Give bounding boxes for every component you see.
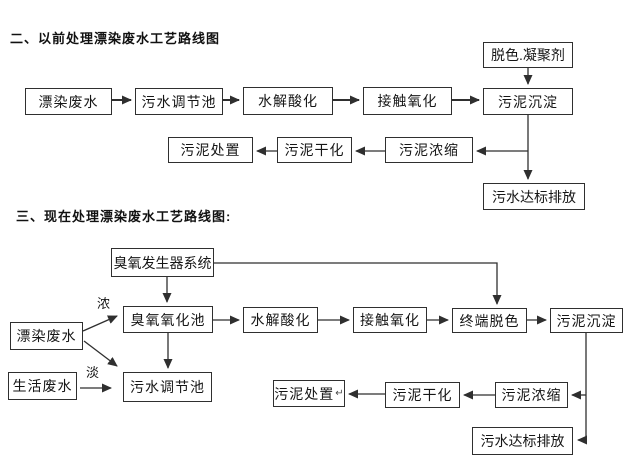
d2-node-dye-wastewater: 漂染废水	[10, 322, 83, 350]
d2-node-ozone-generator: 臭氧发生器系统	[111, 248, 214, 277]
d2-sludge-disposal-label: 污泥处置	[274, 385, 335, 402]
d1-node-sludge-sedimentation: 污泥沉淀	[483, 88, 573, 115]
d2-node-ozone-oxidation-tank: 臭氧氧化池	[123, 306, 213, 333]
d1-node-discharge: 污水达标排放	[483, 183, 585, 210]
d1-node-regulating-tank: 污水调节池	[135, 88, 223, 115]
d1-node-dye-wastewater: 漂染废水	[25, 88, 112, 115]
d2-line-generator-to-terminal	[214, 262, 502, 305]
d2-node-sludge-thickening: 污泥浓缩	[495, 382, 568, 408]
d2-node-sludge-sedimentation: 污泥沉淀	[550, 308, 623, 333]
d1-node-hydrolysis-acidification: 水解酸化	[243, 87, 333, 115]
section-title-current-process: 三、现在处理漂染废水工艺路线图:	[16, 209, 232, 224]
d2-node-discharge: 污水达标排放	[472, 427, 573, 455]
d2-node-domestic-wastewater: 生活废水	[8, 372, 77, 400]
d2-node-contact-oxidation: 接触氧化	[353, 307, 427, 333]
d1-node-decolor-coagulant: 脱色.凝聚剂	[483, 42, 573, 68]
d2-label-concentrated: 浓	[97, 296, 111, 311]
return-mark: ↵	[335, 388, 344, 399]
d2-node-sludge-disposal: 污泥处置↵	[273, 380, 345, 407]
d1-node-sludge-drying: 污泥干化	[277, 137, 352, 163]
d2-node-hydrolysis-acidification: 水解酸化	[243, 307, 318, 333]
d2-label-dilute: 淡	[86, 365, 100, 380]
d2-line-sedimentation-to-discharge	[577, 333, 587, 445]
d2-arrow-dye-concentrated	[82, 315, 118, 332]
d1-node-sludge-disposal: 污泥处置	[168, 137, 253, 163]
d2-node-sludge-drying: 污泥干化	[385, 382, 460, 408]
d1-node-sludge-thickening: 污泥浓缩	[385, 137, 473, 163]
section-title-previous-process: 二、以前处理漂染废水工艺路线图	[10, 31, 221, 46]
d1-node-contact-oxidation: 接触氧化	[363, 87, 452, 115]
d2-node-regulating-tank: 污水调节池	[123, 372, 212, 402]
d2-node-terminal-decolorization: 终端脱色	[452, 308, 527, 333]
